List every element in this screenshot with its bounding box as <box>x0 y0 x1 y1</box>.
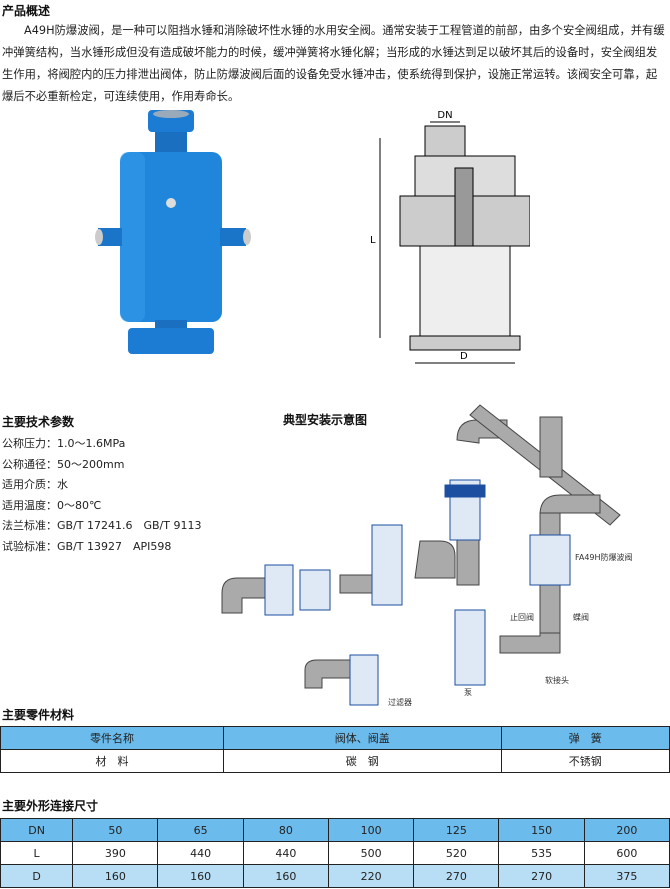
table-cell: 弹 簧 <box>500 726 670 750</box>
table-cell: 520 <box>413 841 500 865</box>
table-cell: 200 <box>583 818 670 842</box>
table-cell: 阀体、阀盖 <box>223 726 502 750</box>
label-filter: 过滤器 <box>388 697 412 707</box>
dn-label: DN <box>437 110 452 121</box>
table-cell: 440 <box>157 841 244 865</box>
l-label: L <box>370 235 376 246</box>
table-cell: 80 <box>242 818 329 842</box>
table-cell: 不锈钢 <box>500 749 670 773</box>
table-cell: 600 <box>583 841 670 865</box>
table-cell: 535 <box>498 841 585 865</box>
table-cell: 碳 钢 <box>223 749 502 773</box>
table-cell: 150 <box>498 818 585 842</box>
table-cell: 125 <box>413 818 500 842</box>
label-butterfly: 蝶阀 <box>573 612 589 622</box>
diagram-title: 典型安装示意图 <box>283 413 368 427</box>
table-cell: L <box>0 841 74 865</box>
table-header-row: 零件名称 阀体、阀盖 弹 簧 <box>0 726 670 750</box>
specs-list: 公称压力：1.0～1.6MPa 公称通径：50～200mm 适用介质：水 适用温… <box>2 434 201 557</box>
table-cell: 270 <box>413 864 500 888</box>
table-cell: 160 <box>72 864 159 888</box>
product-photo <box>95 110 251 354</box>
specs-title: 主要技术参数 <box>2 415 75 429</box>
table-cell: 440 <box>242 841 329 865</box>
label-valve: FA49H防爆波阀 <box>575 552 633 562</box>
table-cell: 390 <box>72 841 159 865</box>
table-cell: 100 <box>327 818 415 842</box>
spec-item: 适用温度：0～80℃ <box>2 498 102 512</box>
materials-table: 零件名称 阀体、阀盖 弹 簧 材 料 碳 钢 不锈钢 <box>0 726 670 773</box>
materials-title: 主要零件材料 <box>2 708 75 722</box>
table-cell: 零件名称 <box>0 726 224 750</box>
spec-item: 公称压力：1.0～1.6MPa <box>2 437 126 450</box>
installation-diagram: 软接头 蝶阀 止回阀 FA49H防爆波阀 泵 过滤器 <box>221 404 633 707</box>
table-cell: 160 <box>242 864 329 888</box>
overview-text: A49H防爆波阀，是一种可以阻挡水锤和消除破坏性水锤的水用安全阀。通常安装于工程… <box>2 24 665 103</box>
section-drawing: DN L D <box>370 110 530 364</box>
table-cell: DN <box>0 818 74 842</box>
table-cell: 65 <box>157 818 244 842</box>
label-pump: 泵 <box>464 688 472 697</box>
d-label: D <box>460 351 468 362</box>
table-cell: 50 <box>72 818 159 842</box>
table-cell: 160 <box>157 864 244 888</box>
table-cell: 500 <box>327 841 415 865</box>
spec-item: 公称通径：50～200mm <box>2 457 125 471</box>
label-joint: 软接头 <box>545 675 569 685</box>
dimensions-title: 主要外形连接尺寸 <box>2 799 99 813</box>
spec-item: 适用介质：水 <box>2 478 68 491</box>
label-check: 止回阀 <box>510 612 534 622</box>
table-row: 材 料 碳 钢 不锈钢 <box>0 749 670 773</box>
table-cell: 270 <box>498 864 585 888</box>
overview-title: 产品概述 <box>2 4 51 18</box>
table-cell: 材 料 <box>0 749 224 773</box>
table-cell: 220 <box>327 864 415 888</box>
spec-item: 法兰标准：GB/T 17241.6 GB/T 9113 <box>2 519 202 532</box>
table-cell: 375 <box>583 864 670 888</box>
table-cell: D <box>0 864 74 888</box>
spec-item: 试验标准：GB/T 13927 API598 <box>2 539 172 553</box>
